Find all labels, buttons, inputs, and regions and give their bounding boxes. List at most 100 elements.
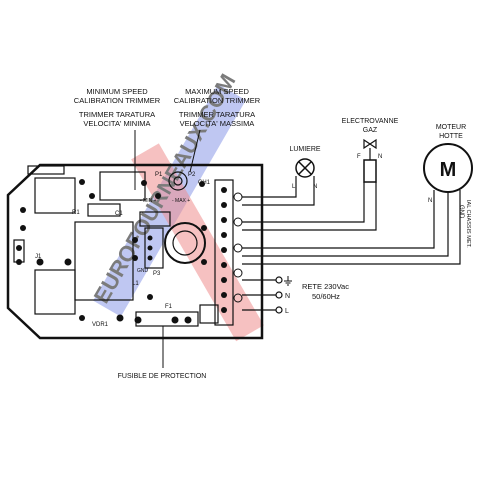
max-speed-it-1: TRIMMER TARATURA	[179, 110, 255, 119]
pcb-components	[13, 165, 234, 327]
pcb-label-l1: L1	[132, 281, 139, 287]
motor-label-2: HOTTE	[439, 133, 463, 140]
lamp: LUMIERE L N	[289, 146, 320, 190]
pcb-label-gnd: GND	[137, 268, 149, 274]
pad	[221, 247, 227, 253]
pad	[20, 225, 26, 231]
pad	[221, 202, 227, 208]
pad	[116, 314, 124, 322]
callout-max-speed: MAXIMUM SPEED CALIBRATION TRIMMER TRIMME…	[174, 87, 261, 173]
callout-fuse: FUSIBLE DE PROTECTION	[118, 326, 207, 380]
pad	[132, 237, 138, 243]
gas-valve: ELECTROVANNE GAZ F N	[342, 118, 399, 183]
wire-valve-f	[242, 182, 365, 223]
motor-chassis-label: IAL CHASSIS MET.	[465, 200, 471, 248]
pad	[16, 259, 22, 265]
screw-terminal	[233, 268, 243, 278]
terminal-earth	[275, 276, 283, 284]
pad	[221, 262, 227, 268]
pcb-label-vdr1: VDR1	[92, 322, 109, 328]
pad	[147, 294, 153, 300]
motor-letter: M	[440, 159, 457, 181]
max-speed-en-1: MAXIMUM SPEED	[185, 87, 249, 96]
valve-label-1: ELECTROVANNE	[342, 118, 399, 125]
pad	[221, 187, 227, 193]
valve-terminal-n: N	[378, 154, 382, 160]
pad	[221, 277, 227, 283]
max-speed-leader	[189, 129, 201, 173]
resistor-r1	[87, 203, 121, 217]
pad	[199, 181, 205, 187]
screw-terminal	[233, 293, 243, 303]
pad	[221, 307, 227, 313]
pad	[147, 245, 153, 251]
screw-terminal	[233, 217, 243, 227]
terminal-n	[275, 291, 283, 299]
valve-coil	[363, 159, 377, 183]
pad	[221, 232, 227, 238]
pcb-labels: CH1 P1 P2 P3 L1 F1 VDR1 R1 C1 GND J1 - M…	[35, 172, 211, 328]
pad	[79, 315, 85, 321]
pcb-label-c1: C1	[115, 211, 123, 217]
transformer-block	[74, 221, 134, 301]
pad	[134, 316, 142, 324]
screw-terminal	[233, 243, 243, 253]
pcb-pads	[16, 179, 227, 324]
relay-bottom	[34, 269, 76, 315]
terminal-n-label: N	[285, 293, 290, 300]
valve-label-2: GAZ	[363, 127, 378, 134]
wire-motor-2	[242, 192, 449, 257]
wire-valve-n	[242, 182, 377, 231]
fuse-label: FUSIBLE DE PROTECTION	[118, 373, 207, 380]
min-speed-en-1: MINIMUM SPEED	[86, 87, 148, 96]
wire-motor-1	[242, 190, 435, 249]
lamp-terminal-l: L	[292, 184, 296, 190]
top-left-component	[27, 165, 65, 175]
watermark-band-blue	[93, 84, 246, 317]
wires	[242, 176, 461, 311]
pad	[184, 316, 192, 324]
relay-top	[34, 177, 76, 214]
pcb-label-p1: P1	[155, 172, 163, 178]
valve-symbol	[363, 138, 377, 150]
pad	[221, 292, 227, 298]
pad	[16, 245, 22, 251]
max-speed-it-2: VELOCITA' MASSIMA	[180, 119, 255, 128]
pad	[79, 179, 85, 185]
pcb-label-max-mark: - MAX +	[172, 198, 190, 204]
lamp-terminal-n: N	[313, 184, 317, 190]
trimmer-p1	[168, 171, 188, 191]
terminal-l	[275, 306, 283, 314]
pcb-board	[6, 163, 264, 340]
pad	[155, 193, 161, 199]
wire-motor-gnd	[242, 190, 461, 265]
resistor-c1	[139, 211, 171, 227]
pad	[201, 225, 207, 231]
callout-min-speed: MINIMUM SPEED CALIBRATION TRIMMER TRIMME…	[74, 87, 161, 190]
motor-terminal-n: N	[428, 198, 432, 204]
transformer-coil-inner	[172, 230, 198, 256]
min-speed-en-2: CALIBRATION TRIMMER	[74, 96, 161, 105]
min-speed-it-1: TRIMMER TARATURA	[79, 110, 155, 119]
trimmer-p1-center	[173, 176, 183, 186]
lamp-label: LUMIERE	[289, 146, 320, 153]
screw-terminal	[233, 192, 243, 202]
connector-p3	[144, 227, 164, 269]
pad	[36, 258, 44, 266]
motor: MOTEUR HOTTE M N GND IAL CHASSIS MET.	[423, 124, 473, 248]
bottom-right-component	[199, 304, 219, 324]
wire-lamp-n	[242, 176, 315, 206]
earth-icon	[284, 276, 292, 286]
max-speed-en-2: CALIBRATION TRIMMER	[174, 96, 261, 105]
pad	[20, 207, 26, 213]
min-speed-it-2: VELOCITA' MINIMA	[83, 119, 150, 128]
pcb-label-r1: R1	[72, 210, 80, 216]
pcb-label-p2: P2	[188, 172, 196, 178]
pad	[201, 259, 207, 265]
pad	[147, 235, 153, 241]
mains-label-1: RETE 230Vac	[302, 282, 349, 291]
capacitor-block	[99, 171, 146, 201]
wire-lamp-l	[242, 176, 297, 198]
